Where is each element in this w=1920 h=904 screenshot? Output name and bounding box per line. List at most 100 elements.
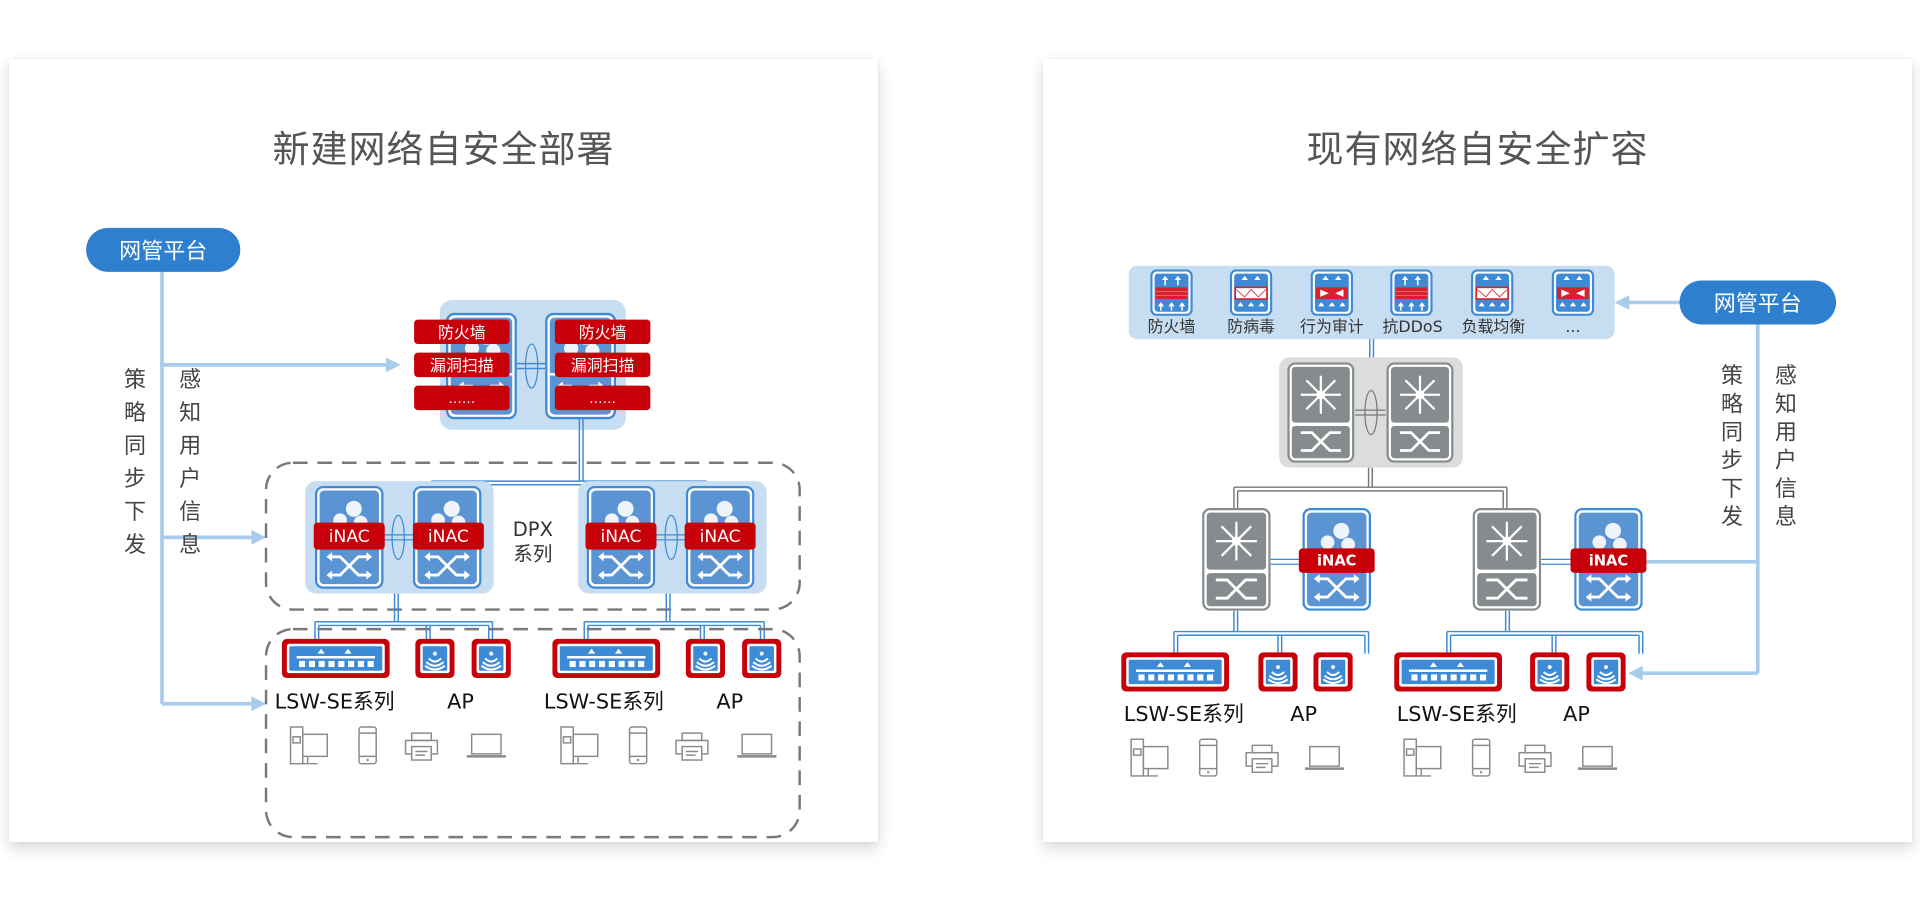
sense-char: 户 [179, 467, 201, 492]
ap-icon[interactable] [1585, 651, 1627, 693]
mgmt-platform-button[interactable]: 网管平台 [86, 227, 241, 272]
policy-char: 步 [124, 467, 146, 492]
desktop-icon [289, 726, 328, 765]
access-zone [264, 627, 801, 839]
ap-icon[interactable] [684, 637, 726, 680]
inac-tag: iNAC [329, 527, 370, 547]
laptop-icon [1303, 745, 1346, 771]
policy-char: 略 [124, 401, 146, 426]
printer-icon [404, 732, 439, 761]
laptop-icon [735, 732, 778, 758]
core-downlinks [1233, 467, 1508, 510]
tag-vuln-scan: 漏洞扫描 [571, 356, 635, 375]
phone-icon [1471, 738, 1491, 777]
sense-char: 感 [1775, 364, 1797, 389]
management-links [160, 269, 389, 706]
access-group-left[interactable]: LSW-SE系列 AP [1120, 651, 1354, 777]
aggregation-group-left[interactable]: iNAC [1202, 508, 1375, 611]
arrow-to-services-icon [1614, 295, 1630, 310]
service-label: 负载均衡 [1462, 317, 1526, 336]
security-service-bar[interactable]: 防火墙 防病毒 行为审计 抗DDoS 负载均衡 ... [1128, 265, 1615, 340]
sense-char: 知 [1775, 392, 1797, 417]
core-switch-pair[interactable] [1279, 357, 1463, 468]
policy-char: 发 [124, 533, 146, 558]
desktop-icon [560, 726, 599, 765]
new-network-diagram: 网管平台 策 略 同 步 下 发 感 知 用 户 信 息 [86, 227, 801, 839]
service-label: ... [1565, 317, 1580, 336]
dpx-pair-left[interactable]: iNAC iNAC [305, 481, 494, 594]
mgmt-platform-label: 网管平台 [119, 239, 207, 264]
aggregation-group-right[interactable]: iNAC [1472, 508, 1647, 611]
dpx-pair-right[interactable]: iNAC iNAC [578, 481, 767, 594]
dpx-zone [264, 461, 801, 611]
dpx-label: DPX [513, 518, 553, 541]
security-cluster[interactable]: 防火墙 漏洞扫描 …… 防火墙 漏洞扫描 …… [414, 300, 651, 430]
printer-icon [1245, 744, 1279, 773]
ap-icon[interactable] [1312, 651, 1354, 693]
inac-tag: iNAC [1589, 553, 1628, 570]
phone-icon [1198, 738, 1218, 777]
laptop-icon [465, 732, 508, 758]
ap-icon[interactable] [1257, 651, 1299, 693]
access-downlinks [1173, 610, 1644, 654]
lsw-label: LSW-SE系列 [1397, 702, 1517, 726]
new-network-deployment-card: 新建网络自安全部署 网管平台 策 略 同 步 下 发 感 [9, 59, 878, 842]
inac-tag: iNAC [700, 527, 741, 547]
arrow-to-ap-icon [1628, 665, 1643, 681]
sense-char: 用 [179, 434, 201, 459]
sense-char: 息 [1775, 505, 1797, 530]
inac-tag: iNAC [428, 527, 469, 547]
sense-char: 户 [1775, 449, 1797, 474]
sense-char: 知 [179, 401, 201, 426]
service-label: 防病毒 [1227, 317, 1275, 336]
security-tags-left: 防火墙 漏洞扫描 …… [414, 319, 510, 411]
mgmt-platform-label: 网管平台 [1714, 292, 1802, 317]
anti-ddos-icon [1390, 269, 1433, 316]
policy-char: 策 [1721, 364, 1743, 389]
mgmt-platform-button[interactable]: 网管平台 [1679, 280, 1837, 325]
arrow-to-security-icon [385, 357, 401, 373]
desktop-icon [1403, 738, 1442, 777]
tag-more: …… [589, 392, 616, 407]
printer-icon [675, 732, 709, 761]
tag-vuln-scan: 漏洞扫描 [430, 356, 494, 375]
policy-char: 下 [1721, 477, 1743, 502]
more-icon [1551, 269, 1595, 316]
policy-char: 发 [1721, 505, 1743, 530]
policy-char: 同 [1721, 420, 1743, 445]
lsw-switch-icon[interactable] [1393, 651, 1504, 693]
policy-char: 略 [1721, 392, 1743, 417]
policy-char: 步 [1721, 449, 1743, 474]
lsw-label: LSW-SE系列 [1124, 702, 1244, 726]
ap-icon[interactable] [1529, 651, 1571, 693]
lsw-switch-icon[interactable] [280, 637, 391, 680]
ap-icon[interactable] [414, 637, 456, 680]
inac-tag: iNAC [600, 527, 641, 547]
access-group-right[interactable]: LSW-SE系列 AP [544, 637, 783, 765]
ap-icon[interactable] [470, 637, 512, 680]
ap-icon[interactable] [741, 637, 783, 680]
arrow-to-dpx-icon [251, 530, 267, 545]
ap-label: AP [1563, 702, 1590, 726]
audit-icon [1310, 269, 1354, 316]
printer-icon [1518, 744, 1552, 773]
firewall-icon [1150, 269, 1193, 316]
lsw-switch-icon[interactable] [551, 637, 662, 680]
panel-title: 新建网络自安全部署 [272, 128, 615, 171]
phone-icon [358, 726, 377, 765]
lsw-label: LSW-SE系列 [275, 690, 395, 714]
sense-user-label: 感 知 用 户 信 息 [179, 368, 201, 558]
policy-sync-label: 策 略 同 步 下 发 [124, 368, 146, 558]
arrow-heads [251, 357, 401, 712]
service-label: 防火墙 [1148, 317, 1196, 336]
sense-char: 息 [179, 533, 201, 558]
access-group-left[interactable]: LSW-SE系列 AP [275, 637, 512, 765]
access-group-right[interactable]: LSW-SE系列 AP [1393, 651, 1627, 777]
inac-tag: iNAC [1317, 553, 1356, 570]
policy-sync-label: 策 略 同 步 下 发 [1721, 364, 1743, 530]
service-label: 行为审计 [1300, 317, 1364, 336]
sense-char: 信 [1775, 477, 1797, 502]
lsw-switch-icon[interactable] [1120, 651, 1231, 693]
service-uplink [1369, 339, 1375, 360]
policy-char: 同 [124, 434, 146, 459]
